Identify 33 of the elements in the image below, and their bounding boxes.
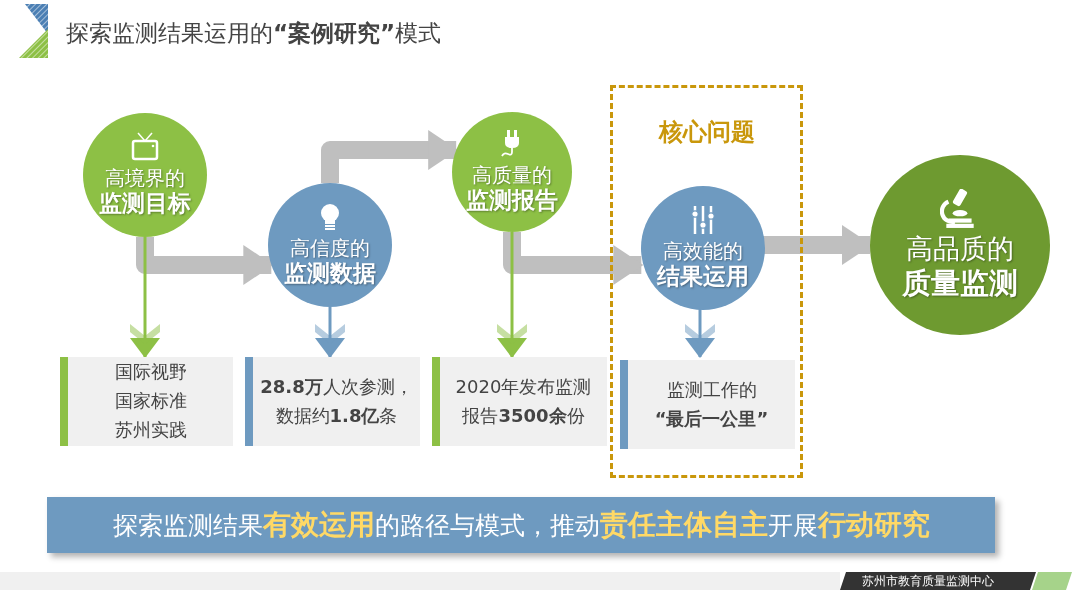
chevron-arrow [130, 237, 160, 358]
arrow [762, 225, 872, 265]
info-card [245, 357, 420, 446]
circle-title: 监测报告 [466, 187, 558, 215]
circle-subtitle: 高品质的 [906, 233, 1014, 266]
circle-title: 结果运用 [657, 263, 749, 291]
frame-heading: 核心问题 [657, 117, 756, 148]
circle-subtitle: 高信度的 [290, 236, 370, 261]
footer-band [840, 572, 1036, 590]
card-text: 2020年发布监测报告3500余份 [454, 374, 593, 428]
circle-title: 质量监测 [902, 265, 1018, 301]
chevron-arrow [685, 307, 715, 358]
card-text: 28.8万人次参测，数据约1.8亿条 [259, 374, 414, 428]
circle-title: 监测目标 [99, 190, 191, 218]
slide-title: 探索监测结果运用的“案例研究”模式 [66, 19, 442, 48]
banner-text: 探索监测结果有效运用的路径与模式，推动责任主体自主开展行动研究 [112, 507, 930, 543]
dashed-frame [610, 85, 803, 478]
card-text: 监测工作的“最后一公里” [653, 377, 770, 431]
chevron-arrow [315, 307, 345, 358]
info-card [60, 357, 233, 446]
circle-subtitle: 高质量的 [472, 163, 552, 188]
circle-subtitle: 高境界的 [105, 166, 185, 191]
arrow [503, 232, 644, 285]
chevron-arrow [497, 232, 527, 358]
info-card [432, 357, 607, 446]
arrow [321, 130, 459, 183]
footer-text: 苏州市教育质量监测中心 [862, 572, 994, 590]
summary-banner [47, 497, 995, 553]
info-card [620, 360, 795, 449]
circle-title: 监测数据 [284, 260, 376, 288]
arrow [136, 237, 274, 285]
circle-subtitle: 高效能的 [663, 239, 743, 264]
card-text: 国际视野国家标准苏州实践 [113, 360, 188, 442]
